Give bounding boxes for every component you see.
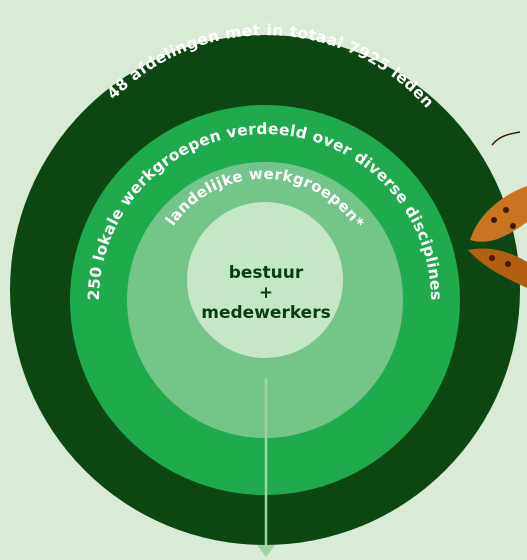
butterfly-icon [468, 131, 527, 288]
down-arrow [257, 378, 275, 557]
core-circle [187, 202, 343, 358]
core-label-plus: + [259, 283, 273, 303]
core-label-bestuur: bestuur [229, 263, 304, 283]
core-label-medewerkers: medewerkers [201, 303, 330, 323]
